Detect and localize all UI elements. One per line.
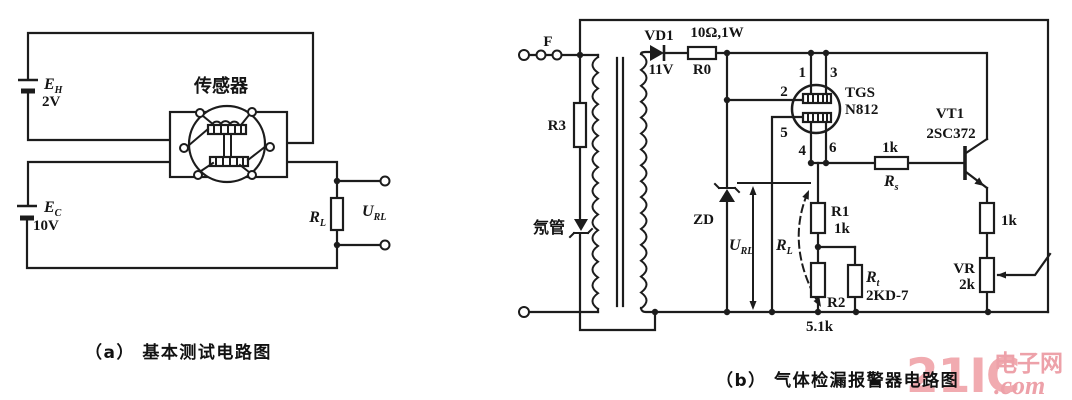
battery-eh-value: 2V <box>42 94 61 110</box>
sensor-pin6-label: 6 <box>829 140 837 156</box>
sensor-pin3-label: 3 <box>830 65 838 81</box>
resistor-r0 <box>686 45 718 61</box>
watermark-tld: .com <box>994 371 1045 400</box>
zener-zd-symbol <box>713 182 741 202</box>
gas-sensor-b-symbol <box>790 83 842 135</box>
fuse-symbol <box>535 49 563 61</box>
sensor-pin5-label: 5 <box>780 125 788 141</box>
output-terminal-top-a <box>379 175 391 187</box>
watermark-brand: 21IC <box>906 349 1019 400</box>
watermark: 21IC 电子网 .com <box>906 349 1063 400</box>
resistor-r3 <box>572 101 588 149</box>
sensor-model-line1: TGS <box>845 85 875 101</box>
caption-b: （b） 气体检漏报警器电路图 <box>716 370 959 391</box>
circuit-b-wires <box>527 18 1052 332</box>
neon-label: 氖管 <box>532 218 565 237</box>
url-measure-arrow <box>749 186 757 310</box>
potentiometer-vr <box>978 256 1006 294</box>
sensor-pin2-label: 2 <box>780 84 788 100</box>
junction-dot <box>333 241 341 249</box>
neon-tube-symbol <box>568 219 594 239</box>
battery-eh-symbol <box>18 78 38 94</box>
resistor-r2 <box>809 261 827 299</box>
sensor-pin1-label: 1 <box>799 65 807 81</box>
junction-dot <box>333 177 341 185</box>
battery-ec-value: 10V <box>33 218 59 234</box>
resistor-r2-value: 5.1k <box>806 319 834 335</box>
caption-a: （a） 基本测试电路图 <box>85 342 272 363</box>
sensor-label-a: 传感器 <box>193 75 249 97</box>
fuse-label: F <box>543 34 552 50</box>
ac-input-terminal-top <box>518 49 530 61</box>
potentiometer-vr-value: 2k <box>959 277 976 293</box>
output-terminal-bottom-a <box>379 239 391 251</box>
resistor-collector-1k <box>978 201 996 235</box>
transistor-vt1-symbol <box>963 146 984 186</box>
junction-dots-b <box>576 49 992 316</box>
resistor-rs-label: Rs <box>883 173 899 193</box>
rl-dashed-label: RL <box>775 237 793 257</box>
thermistor-rt-value: 2KD-7 <box>866 288 909 304</box>
diode-vd1-label: VD1 <box>644 28 673 44</box>
potentiometer-vr-label: VR <box>953 261 975 277</box>
url-label: URL <box>729 237 753 257</box>
sensor-pin4-label: 4 <box>799 143 807 159</box>
load-resistor-label-a: RL <box>308 209 326 229</box>
resistor-r0-label: R0 <box>693 62 711 78</box>
circuit-b: F R3 氖管 VD1 11V 10Ω,1W R0 ZD URL RL 1 3 … <box>518 18 1052 335</box>
resistor-r0-value: 10Ω,1W <box>690 25 743 41</box>
resistor-rs <box>873 155 910 171</box>
battery-eh-label: EH <box>43 76 64 96</box>
battery-ec-label: EC <box>43 199 62 219</box>
thermistor-rt <box>846 263 864 299</box>
sensor-model-line2: N812 <box>845 102 878 118</box>
resistor-r2-label: R2 <box>827 295 845 311</box>
transistor-vt1-label: VT1 <box>936 106 964 122</box>
output-voltage-label-a: URL <box>362 203 386 223</box>
resistor-collector-value: 1k <box>1001 213 1018 229</box>
transformer-symbol <box>591 50 657 314</box>
circuit-a: EH 2V EC 10V 传感器 RL URL <box>17 31 391 270</box>
resistor-r3-label: R3 <box>548 118 566 134</box>
circuit-a-wires <box>25 31 383 270</box>
watermark-site: 电子网 <box>994 351 1063 377</box>
diode-vd1-value: 11V <box>648 62 673 78</box>
ac-input-terminal-bottom <box>518 306 530 318</box>
transistor-vt1-value: 2SC372 <box>926 126 975 142</box>
resistor-r1-label: R1 <box>831 204 849 220</box>
zener-zd-label: ZD <box>693 212 714 228</box>
diode-vd1-symbol <box>650 45 666 61</box>
resistor-r1 <box>809 201 827 235</box>
battery-ec-symbol <box>17 204 37 221</box>
resistor-r1-value: 1k <box>834 221 851 237</box>
thermistor-rt-label: Rt <box>865 269 881 289</box>
resistor-rs-value: 1k <box>882 140 899 156</box>
gas-sensor-a-symbol <box>168 104 289 184</box>
resistor-rl-a <box>329 196 345 232</box>
